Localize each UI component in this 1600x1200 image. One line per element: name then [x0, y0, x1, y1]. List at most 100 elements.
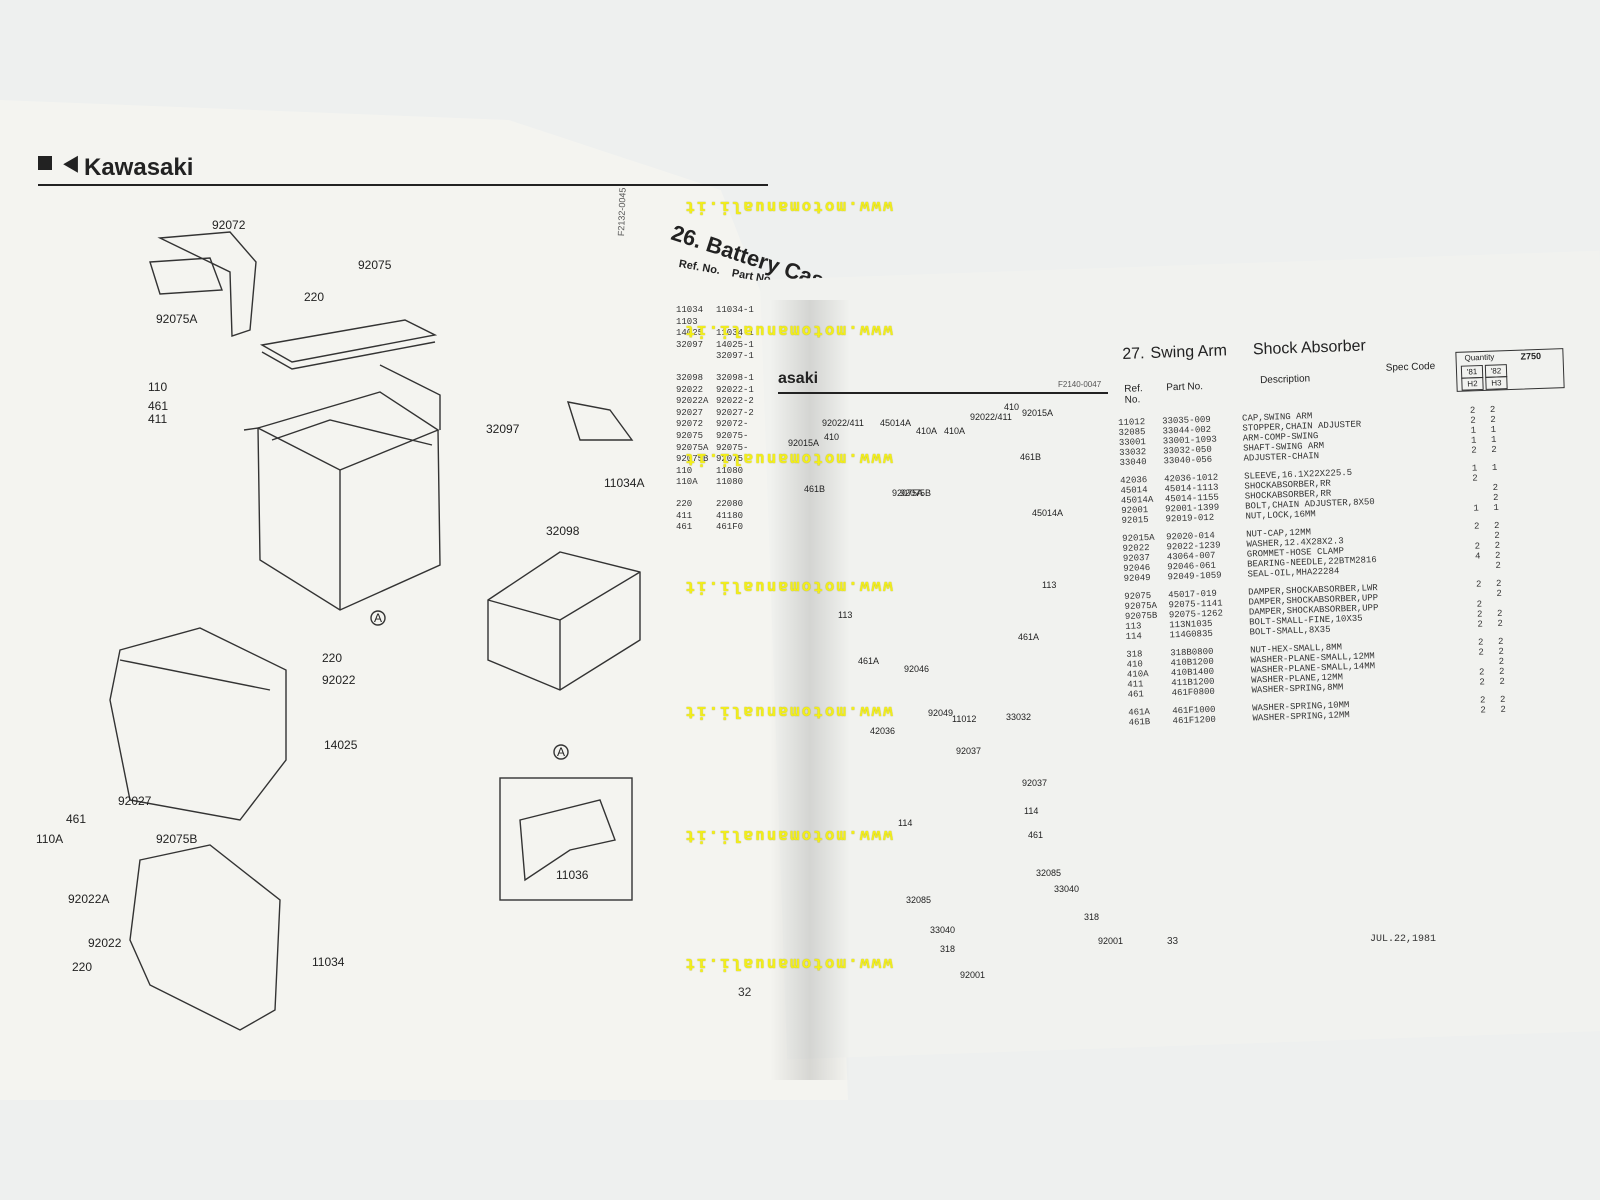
qty-other: [1516, 578, 1536, 579]
left-parts-row: 32097-1: [676, 351, 768, 363]
right-section-title-a: Swing Arm: [1150, 342, 1228, 363]
qty-81: 2: [1480, 705, 1487, 716]
qty-other: [1518, 645, 1538, 646]
right-page-number: 33: [1167, 936, 1179, 947]
right-col-part: Part No.: [1166, 381, 1204, 394]
qty-other: [1512, 482, 1532, 483]
right-callout-label: 33040: [930, 925, 956, 935]
right-callout-label: 410A: [916, 426, 938, 436]
right-callout-label: 92037: [1022, 778, 1048, 788]
left-part-no: 11034-1: [716, 328, 754, 339]
right-col-desc: Description: [1259, 373, 1311, 387]
left-callout-label: 11036: [556, 868, 589, 882]
right-callout-label: 92001: [960, 970, 986, 980]
qty-other: [1520, 693, 1540, 694]
left-part-no: 32098-1: [716, 372, 754, 383]
left-callout-label: 92075: [358, 258, 392, 272]
left-part-no: 32097-1: [716, 351, 754, 362]
model-code: Z750: [1520, 350, 1542, 362]
qty-other: [1517, 607, 1537, 608]
left-callout-label: 220: [72, 960, 93, 974]
qty-other: [1516, 588, 1536, 589]
left-callout-label: 92027: [118, 794, 152, 808]
right-callout-label: 92015A: [788, 438, 820, 448]
right-callout-label: 461A: [1018, 632, 1040, 642]
qty-81: [1475, 561, 1495, 562]
right-callout-label: 92001: [1098, 936, 1124, 946]
right-callout-label: 410: [1004, 402, 1020, 412]
left-part-no: 41180: [716, 510, 744, 521]
left-callout-label: 11034: [312, 955, 345, 969]
left-callout-label: 110A: [36, 832, 64, 846]
left-part-no: 92075-: [716, 454, 749, 465]
left-parts-row: 1103: [676, 317, 768, 329]
left-part-no: 22080: [716, 498, 744, 509]
left-ref-no: 92022: [676, 384, 704, 395]
left-callout-label: 220: [322, 651, 343, 665]
right-callout-label: 45014A: [1032, 508, 1064, 518]
qty-81: [1473, 493, 1493, 494]
left-part-no: 92075-: [716, 442, 749, 453]
right-callout-label: 45014A: [880, 418, 912, 428]
right-figure-code: F2140-0047: [1058, 380, 1102, 389]
right-callout-label: 461: [1028, 830, 1044, 840]
ref-no: 33040: [1119, 457, 1147, 468]
left-parts-row: 32098 32098-1: [676, 373, 768, 385]
left-callout-label: 92022: [88, 936, 122, 950]
right-section-number: 27.: [1122, 345, 1145, 363]
qty-81: [1474, 531, 1494, 532]
left-callout-label: 11034A: [604, 476, 645, 490]
right-callout-label: 461A: [858, 656, 880, 666]
quantity-label: Quantity: [1464, 352, 1495, 363]
left-part-no: 461F0: [716, 522, 744, 533]
left-ref-no: 32097: [676, 339, 704, 350]
ref-no: 114: [1125, 631, 1143, 642]
qty-other: [1512, 462, 1532, 463]
qty-81: 2: [1477, 619, 1484, 630]
right-callout-label: 32085: [906, 895, 932, 905]
left-ref-no: 110A: [676, 477, 698, 488]
qty-other: [1517, 617, 1537, 618]
qty-82: 2: [1499, 676, 1506, 687]
left-callout-label: 110: [148, 380, 168, 394]
right-callout-label: 42036: [870, 726, 896, 736]
qty-cell-h3: H3: [1485, 376, 1508, 390]
qty-other: [1515, 540, 1535, 541]
left-part-no: 92075-: [716, 430, 749, 441]
left-callout-label: 14025: [324, 738, 358, 752]
qty-other: [1519, 655, 1539, 656]
right-callout-label: 92022/411: [970, 412, 1012, 422]
left-callout-label: 461: [66, 812, 87, 826]
logo-square-icon: [38, 156, 52, 170]
left-part-no: 11080: [716, 465, 744, 476]
watermark-4: www.motomanuali.it: [683, 578, 893, 597]
right-callout-label: 461B: [804, 484, 826, 494]
right-callout-label: 92075A: [892, 488, 924, 498]
left-ref-no: 32098: [676, 372, 704, 383]
right-col-spec: Spec Code: [1385, 360, 1436, 374]
left-ref-no: 11034: [676, 305, 704, 315]
left-callout-label: 461: [148, 399, 169, 413]
left-page-header: ⯇ Kawasaki: [38, 150, 768, 186]
qty-other: [1520, 703, 1540, 704]
qty-other: [1510, 414, 1530, 415]
qty-other: [1510, 424, 1530, 425]
right-callout-label: 410A: [944, 426, 966, 436]
right-callout-label: 92049: [928, 708, 954, 718]
qty-other: [1510, 404, 1530, 405]
qty-82: 2: [1500, 704, 1506, 715]
left-part-no: 11080: [716, 477, 744, 488]
left-part-no: 92022-1: [716, 384, 754, 395]
watermark-6: www.motomanuali.it: [683, 827, 893, 846]
qty-cell-h2: H2: [1461, 376, 1484, 391]
left-part-no: 11034-1: [716, 305, 754, 315]
